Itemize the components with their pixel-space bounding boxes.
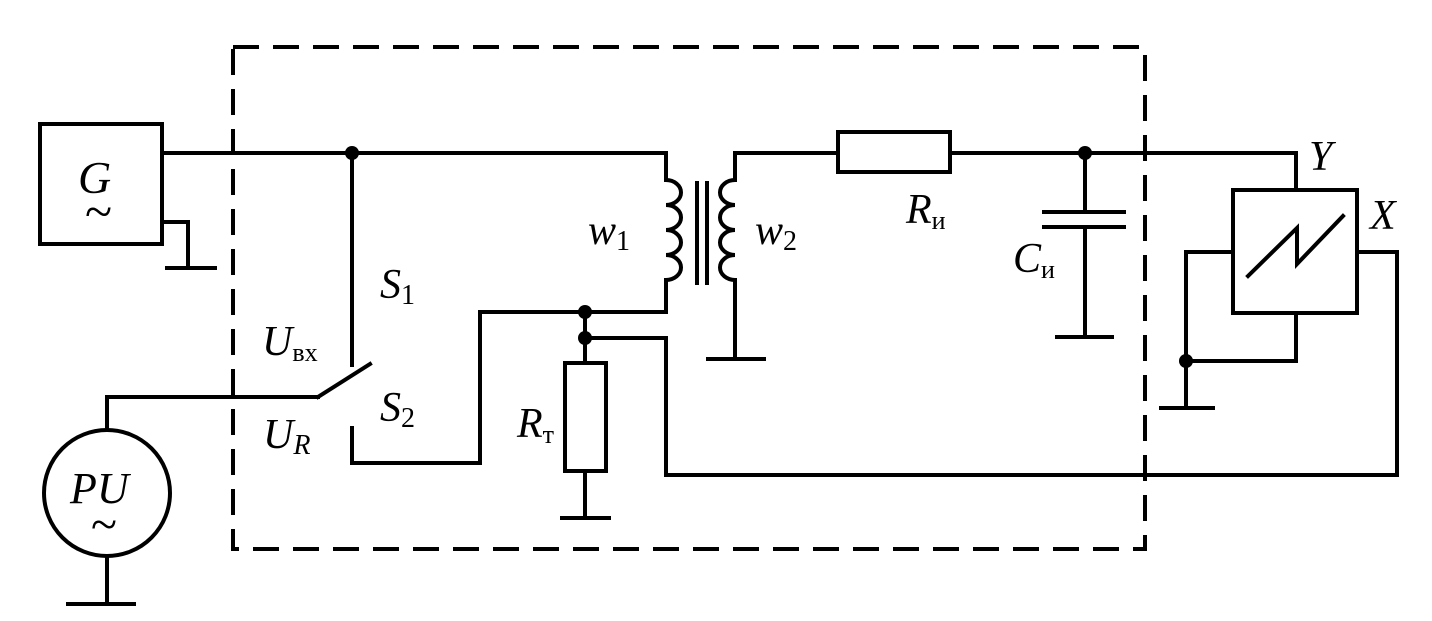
- u-r-label: UR: [263, 412, 310, 461]
- s2-label: S2: [380, 385, 415, 434]
- u-in-label: Uвх: [262, 319, 318, 367]
- oscilloscope-ground-loop: [1184, 250, 1298, 363]
- junction-oscilloscope-ground: [1179, 354, 1193, 368]
- w1-label: w1: [588, 208, 630, 257]
- x-channel-wire: [583, 250, 1399, 477]
- rt-label: Rт: [516, 401, 554, 449]
- x-input-label: X: [1368, 193, 1398, 239]
- secondary-top-wire: [733, 151, 840, 182]
- generator-ground-wire: [160, 220, 190, 270]
- sawtooth-icon: [1245, 213, 1346, 279]
- resistor-to-oscilloscope-wire: [948, 151, 1298, 192]
- switch-blade: [315, 361, 373, 400]
- generator-tilde: ~: [85, 183, 112, 239]
- junction-rt-upper: [578, 305, 592, 319]
- ci-label: Cи: [1013, 236, 1055, 284]
- voltmeter-label: PU: [69, 464, 132, 513]
- junction-top: [345, 146, 359, 160]
- secondary-winding: [718, 177, 738, 283]
- device-enclosure: [231, 45, 1147, 551]
- ri-label: Rи: [905, 187, 946, 235]
- generator-label: G: [78, 152, 111, 203]
- w2-label: w2: [755, 208, 797, 257]
- voltmeter-lead: [105, 395, 320, 432]
- primary-winding: [663, 177, 683, 283]
- integrator-resistor: [836, 130, 952, 174]
- top-wire: [160, 151, 668, 182]
- generator-box: [38, 122, 164, 246]
- s1-label: S1: [380, 262, 415, 311]
- sense-resistor: [563, 361, 608, 473]
- y-input-label: Y: [1309, 134, 1337, 180]
- junction-rt-lower: [578, 331, 592, 345]
- s2-contact-wire: [350, 278, 668, 465]
- junction-capacitor: [1078, 146, 1092, 160]
- voltmeter-tilde: ~: [91, 498, 117, 551]
